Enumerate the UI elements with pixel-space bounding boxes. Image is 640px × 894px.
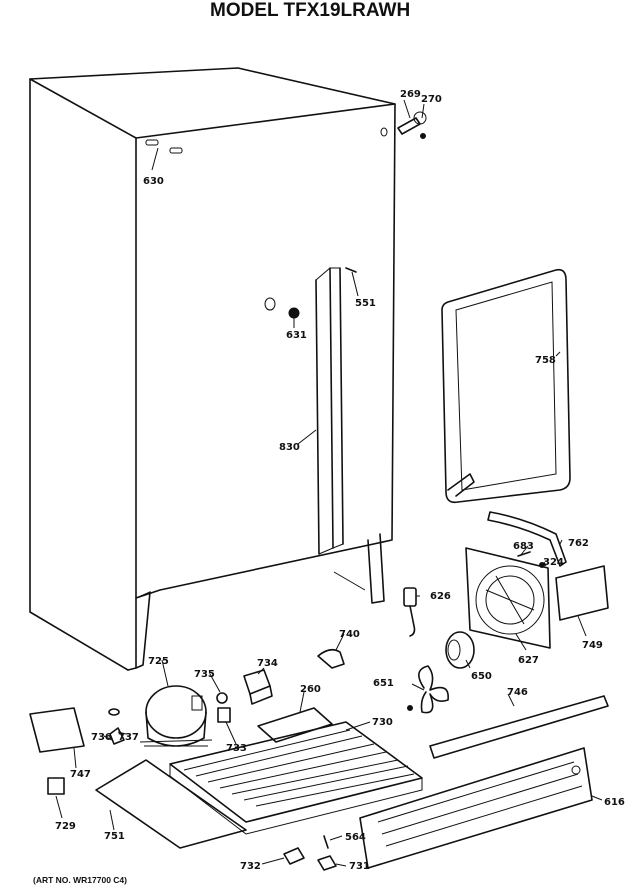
callout-683: 683 [513, 541, 534, 552]
access-cover [29, 707, 85, 753]
callout-260: 260 [300, 684, 321, 695]
base-pan [95, 759, 247, 849]
callout-626: 626 [430, 591, 451, 602]
callout-747: 747 [70, 769, 91, 780]
drain-pan [257, 707, 333, 743]
spacer-part [283, 847, 305, 865]
compressor [139, 685, 213, 747]
callout-731: 731 [349, 861, 370, 872]
callout-746: 746 [507, 687, 528, 698]
fan-shroud [465, 547, 551, 649]
callout-651: 651 [373, 678, 394, 689]
tube-part [487, 511, 567, 567]
callout-650: 650 [471, 671, 492, 682]
fan-motor [445, 631, 475, 669]
fan-blade [407, 665, 449, 714]
bracket-part [317, 648, 345, 669]
relay-assembly [216, 669, 273, 723]
door-gasket [441, 268, 571, 504]
hinge-part [397, 111, 427, 139]
callout-551: 551 [355, 298, 376, 309]
callout-725: 725 [148, 656, 169, 667]
callout-751: 751 [104, 831, 125, 842]
clamp-part [317, 855, 337, 871]
callout-758: 758 [535, 355, 556, 366]
rail-bracket [429, 695, 609, 759]
callout-269: 269 [400, 89, 421, 100]
thermostat-part [403, 587, 417, 637]
callout-630: 630 [143, 176, 164, 187]
callout-830: 830 [279, 442, 300, 453]
callout-736: 736 [91, 732, 112, 743]
callout-324: 324 [543, 557, 564, 568]
model-title: MODEL TFX19LRAWH [210, 0, 410, 21]
condenser-coil [169, 721, 423, 835]
capacitor-part [47, 777, 65, 795]
callout-labels: 269 270 630 551 631 758 830 762 683 324 … [55, 89, 625, 872]
screw-part [323, 835, 329, 849]
grommet-part [108, 708, 120, 716]
cover-panel [555, 565, 609, 621]
callout-733: 733 [226, 743, 247, 754]
grille-panel [359, 747, 593, 869]
leader-lines [55, 99, 603, 867]
callout-735: 735 [194, 669, 215, 680]
callout-737: 737 [118, 732, 139, 743]
callout-631: 631 [286, 330, 307, 341]
callout-616: 616 [604, 797, 625, 808]
clip-part [109, 727, 125, 745]
callout-749: 749 [582, 640, 603, 651]
callout-762: 762 [568, 538, 589, 549]
callout-627: 627 [518, 655, 539, 666]
art-number: (ART NO. WR17700 C4) [33, 875, 127, 885]
callout-270: 270 [421, 94, 442, 105]
callout-734: 734 [257, 658, 278, 669]
callout-732: 732 [240, 861, 261, 872]
callout-730: 730 [372, 717, 393, 728]
callout-740: 740 [339, 629, 360, 640]
callout-729: 729 [55, 821, 76, 832]
callout-564: 564 [345, 832, 366, 843]
refrigerator-cabinet [29, 67, 396, 671]
